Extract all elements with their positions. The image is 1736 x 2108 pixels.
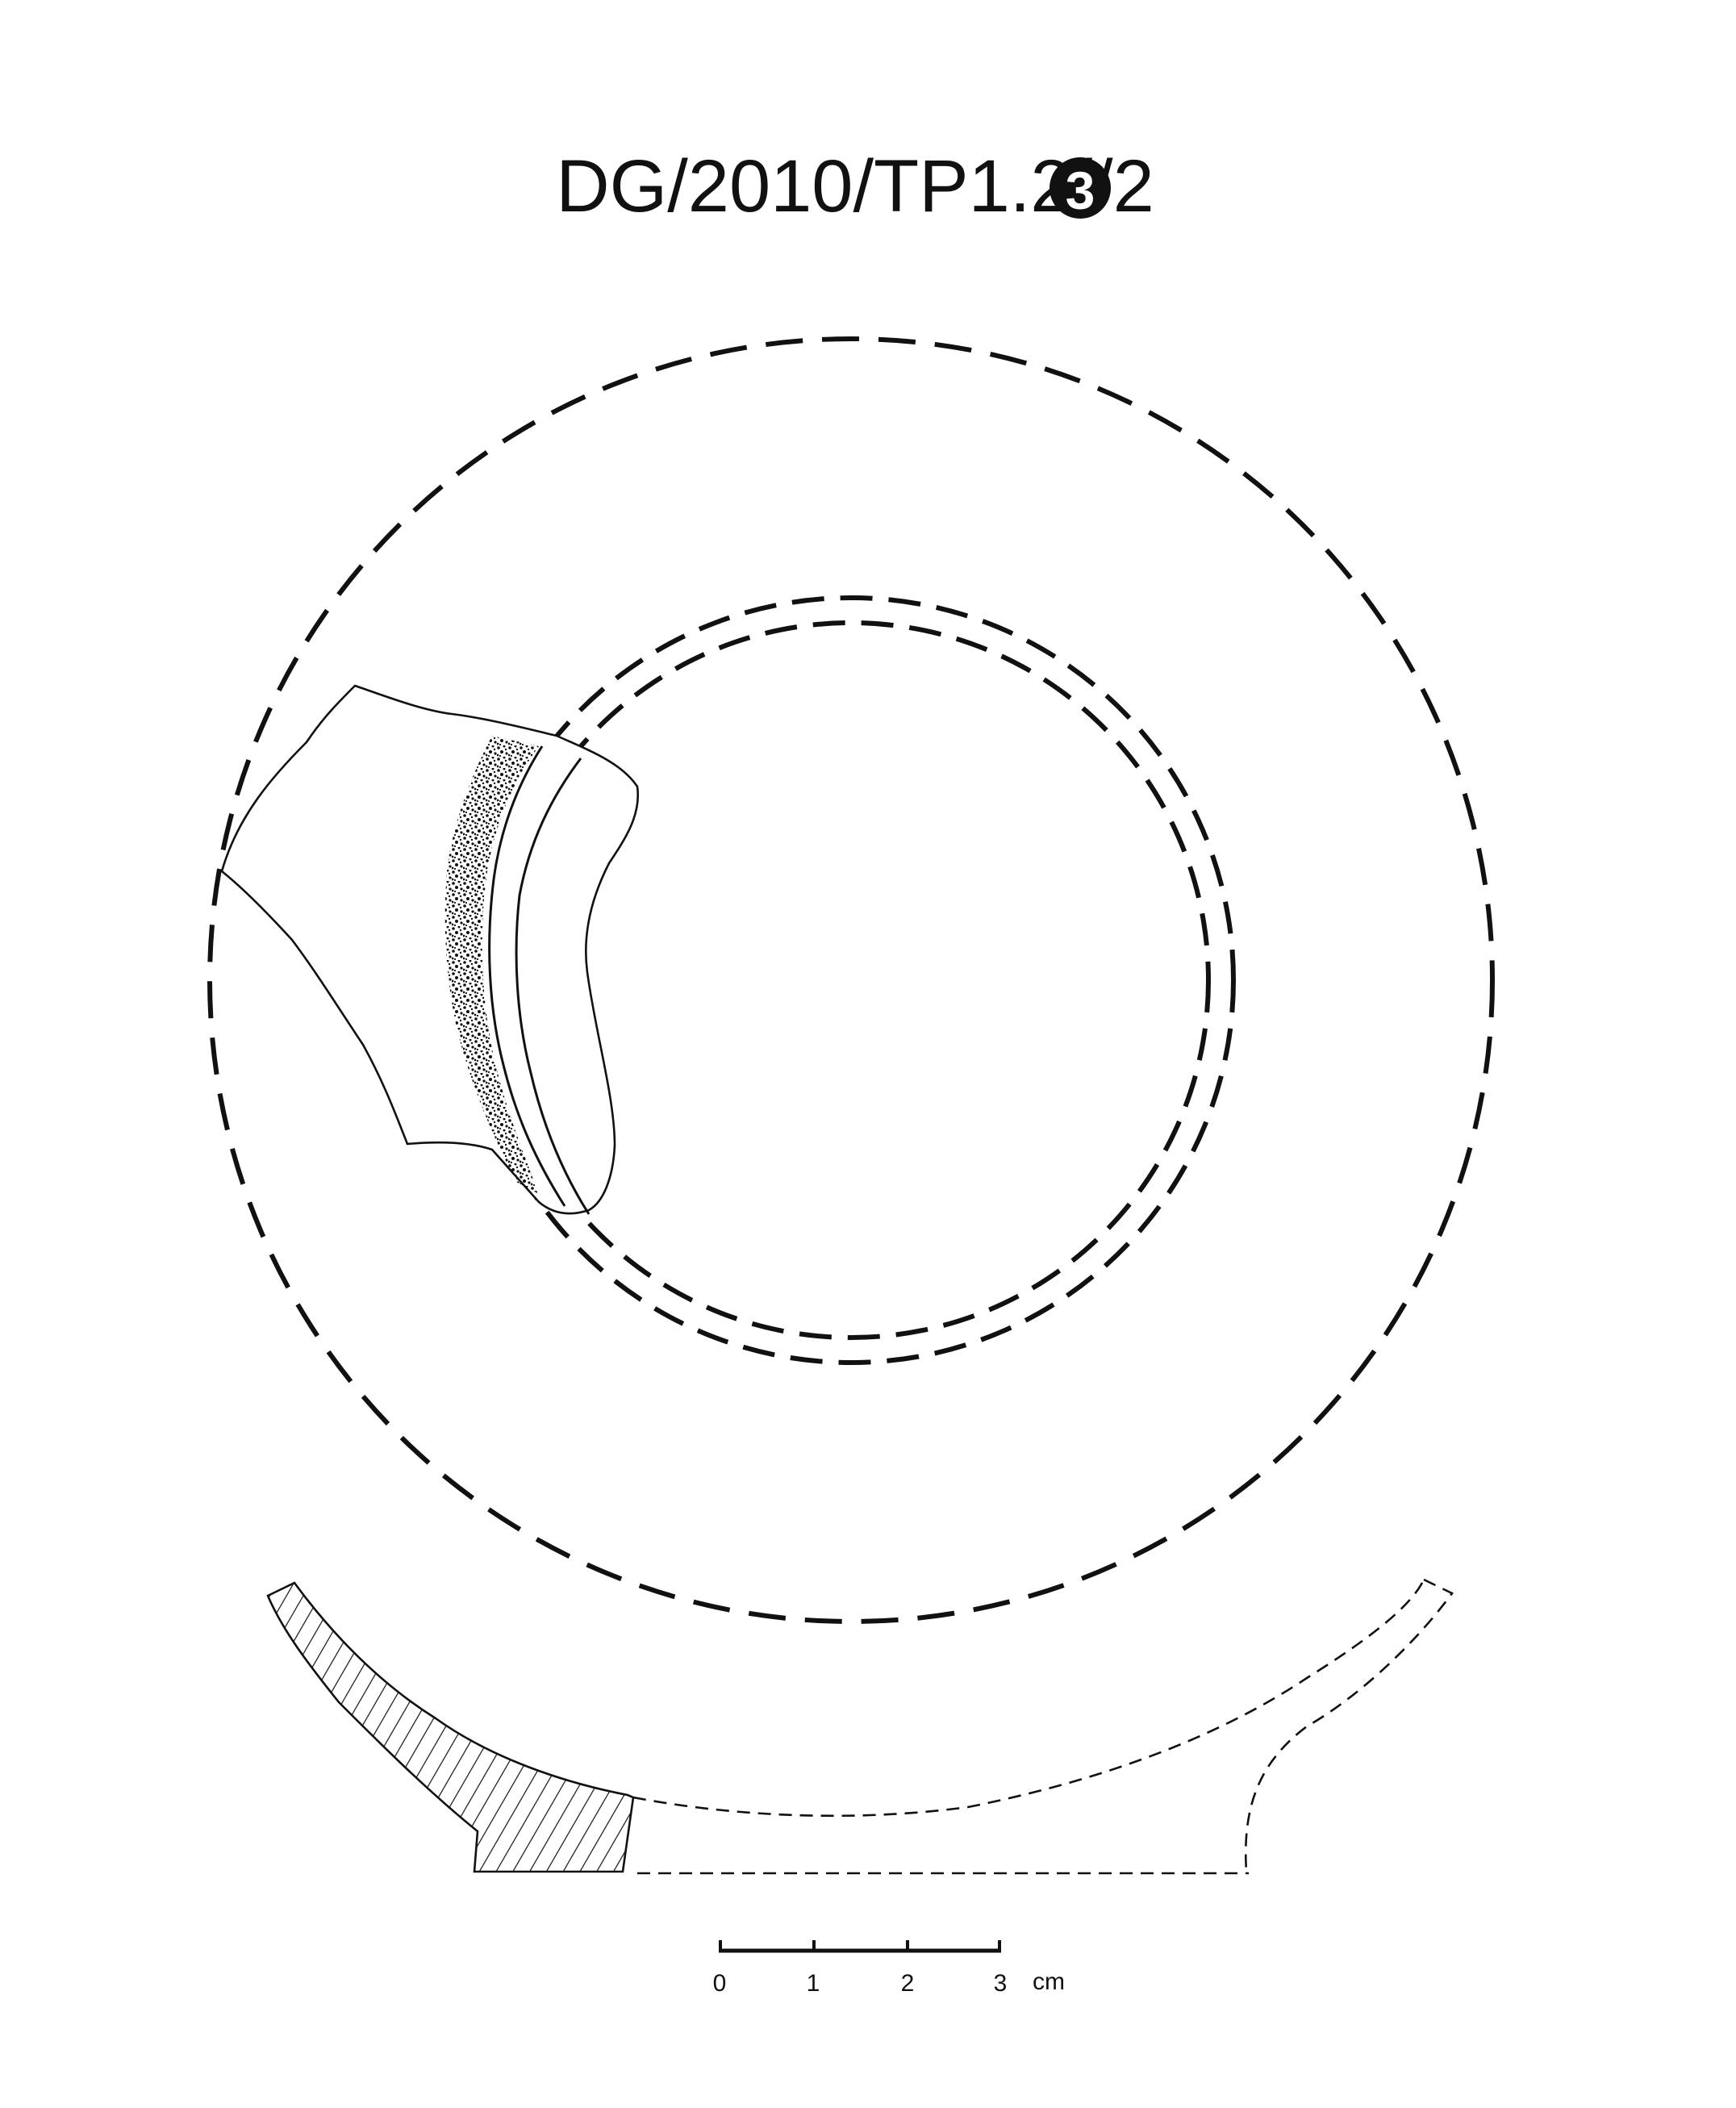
catalogue-prefix: DG/2010/TP1.2/ (556, 145, 1092, 227)
section-reconstruction-upper (632, 1579, 1425, 1818)
band-edge-line-inner (515, 758, 590, 1215)
catalogue-number: DG/2010/TP1.2//2 (556, 145, 1154, 227)
scale-label-3: 3 (994, 1970, 1008, 1997)
scale-label-2: 2 (901, 1970, 915, 1997)
sherd-fragment (220, 684, 640, 1215)
rim-outline-dashed (207, 336, 1495, 1624)
section-reconstruction-rim (1245, 1578, 1454, 1872)
band-edge-line-outer (488, 745, 566, 1207)
foot-inner-dashed (491, 620, 1211, 1340)
slip-band-stipple (444, 736, 539, 1194)
layer-circled-number: 3 (1050, 157, 1111, 220)
scale-label-0: 0 (713, 1970, 727, 1997)
scale-label-1: 1 (807, 1970, 820, 1997)
section-hatched (266, 1581, 635, 1873)
scale-unit-label: cm (1033, 1968, 1065, 1995)
layer-number-text: 3 (1066, 161, 1095, 220)
scale-bar: 0 1 2 3 cm (713, 1940, 1065, 1997)
section-profile (266, 1578, 1454, 1875)
foot-outer-dashed (466, 595, 1236, 1365)
